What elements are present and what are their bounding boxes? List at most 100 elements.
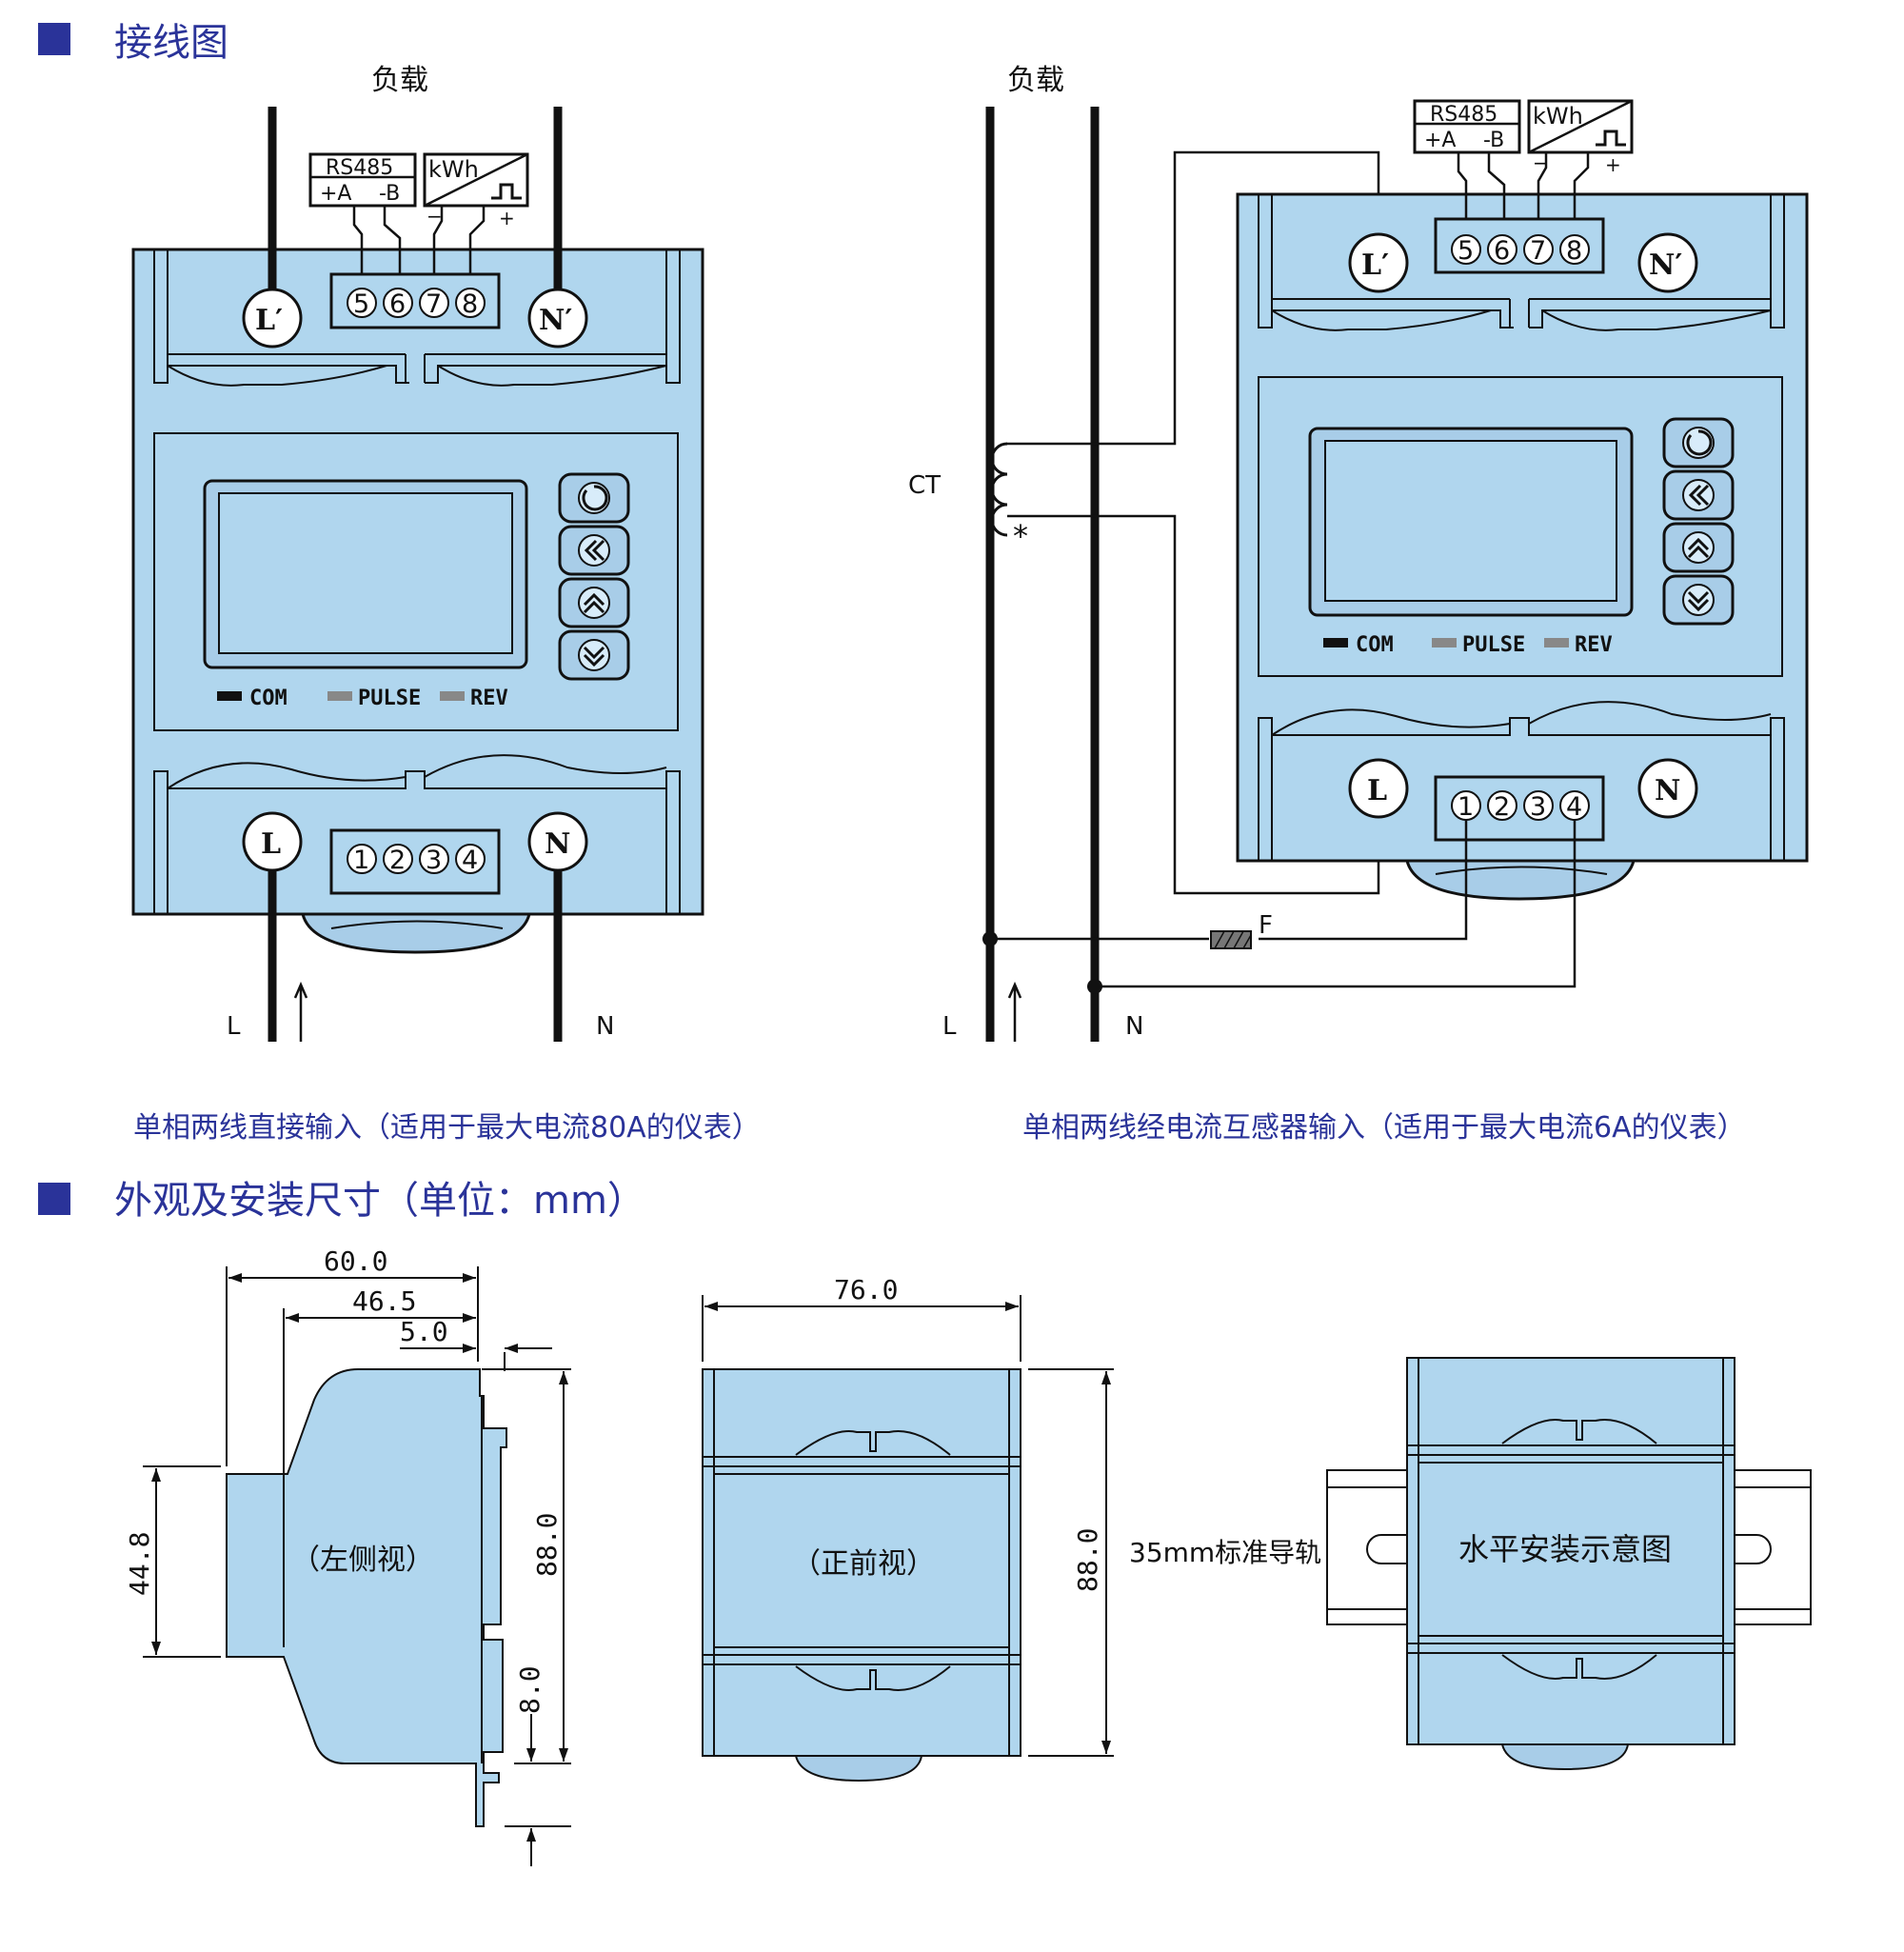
svg-text:N′: N′: [1649, 249, 1682, 282]
front-height: 88.0: [1072, 1528, 1103, 1592]
terminal-2: 2: [383, 844, 413, 875]
button-column: [558, 472, 630, 681]
terminal-2-ct: 2: [1487, 790, 1517, 822]
lcd-screen-ct: [1324, 440, 1617, 602]
svg-text:5: 5: [1458, 236, 1474, 266]
dimensions-heading: 外观及安装尺寸（单位：mm）: [114, 1179, 645, 1223]
rail-mount-view: 35mm标准导轨 水平安装示意图: [1129, 1357, 1812, 1771]
load-label-ct: 负载: [1007, 64, 1064, 97]
din-clip: [301, 912, 531, 954]
rs485-plus-a: +A: [320, 182, 351, 206]
pulse-led-icon: [327, 691, 352, 701]
svg-text:L′: L′: [255, 304, 283, 337]
install-label: 水平安装示意图: [1458, 1531, 1672, 1567]
line-l-label-ct: L: [942, 1012, 957, 1041]
wiring-heading: 接线图: [114, 21, 228, 65]
ct-wiring-diagram: 负载 CT *: [908, 64, 1809, 1145]
front-view-label: （正前视）: [792, 1547, 935, 1581]
lcd-screen: [218, 492, 513, 654]
button-column-ct: [1662, 417, 1735, 626]
front-width: 76.0: [834, 1274, 898, 1305]
fuse-icon: [1210, 930, 1252, 949]
com-led-label: COM: [249, 687, 288, 710]
rs485-label-ct: RS485: [1430, 103, 1497, 127]
terminal-4: 4: [455, 844, 486, 875]
rs485-box: [308, 152, 417, 208]
junction-n: [1087, 979, 1102, 994]
pulse-icon: [491, 183, 522, 200]
svg-text:4: 4: [462, 846, 478, 875]
terminal-8-ct: 8: [1559, 234, 1590, 266]
load-label: 负载: [371, 64, 428, 97]
rail-label: 35mm标准导轨: [1129, 1537, 1321, 1568]
top-clip-curve-left: [167, 365, 387, 387]
svg-text:6: 6: [1494, 236, 1510, 266]
side-view-label: （左侧视）: [291, 1544, 434, 1577]
com-led-icon: [217, 691, 242, 701]
svg-text:L′: L′: [1361, 249, 1389, 282]
pulse-plus: +: [499, 207, 515, 229]
svg-text:3: 3: [1530, 792, 1546, 822]
svg-text:8: 8: [1566, 236, 1582, 266]
terminal-8: 8: [455, 288, 486, 319]
rs485-label: RS485: [326, 156, 393, 180]
svg-text:1: 1: [353, 846, 369, 875]
rev-led-label-ct: REV: [1575, 633, 1613, 657]
rev-led-icon-ct: [1544, 638, 1569, 647]
terminal-l-prime: [242, 288, 303, 349]
terminal-6: 6: [383, 288, 413, 319]
pulse-plus-ct: +: [1605, 153, 1621, 176]
side-width-mid: 46.5: [352, 1285, 416, 1317]
svg-text:5: 5: [353, 289, 369, 319]
terminal-n-prime: [527, 288, 588, 349]
side-view: （左侧视） 60.0 46.5 5.0 88.0 44.8 8.0: [124, 1245, 571, 1866]
svg-text:6: 6: [389, 289, 406, 319]
line-n-label-ct: N: [1125, 1012, 1143, 1041]
current-direction-arrow: [293, 981, 308, 1042]
current-direction-arrow-ct: [1007, 981, 1022, 1042]
terminal-l-ct: [1348, 758, 1409, 819]
svg-text:7: 7: [426, 289, 442, 319]
fuse-label: F: [1259, 911, 1273, 940]
terminal-n-ct: [1637, 758, 1698, 819]
rs485-minus-b-ct: -B: [1483, 129, 1504, 152]
terminal-3: 3: [419, 844, 449, 875]
svg-text:2: 2: [389, 846, 406, 875]
front-din-clip: [794, 1755, 923, 1783]
pulse-led-icon-ct: [1432, 638, 1457, 647]
section-marker-square-2: [38, 1183, 70, 1215]
terminal-l: [242, 811, 303, 872]
terminal-3-ct: 3: [1523, 790, 1554, 822]
pulse-icon-ct: [1596, 129, 1626, 147]
line-n-label: N: [596, 1012, 614, 1041]
pulse-led-label: PULSE: [358, 687, 421, 710]
pulse-minus: −: [426, 205, 443, 228]
terminal-5-ct: 5: [1451, 234, 1481, 266]
rs485-plus-a-ct: +A: [1424, 129, 1456, 152]
bottom-clip-curve-right: [424, 754, 667, 778]
ct-star: *: [1013, 518, 1028, 554]
front-view-window: [713, 1473, 1010, 1648]
svg-text:8: 8: [462, 289, 478, 319]
rs485-box-ct: [1413, 99, 1521, 154]
rev-led-icon: [440, 691, 465, 701]
pulse-led-label-ct: PULSE: [1462, 633, 1525, 657]
top-clip-curve-right: [437, 365, 667, 387]
display-window-ct: [1258, 376, 1783, 677]
section-marker-square: [38, 23, 70, 55]
side-height-total: 88.0: [531, 1513, 563, 1577]
direct-wiring-diagram: 负载: [131, 64, 761, 1145]
com-led-label-ct: COM: [1356, 633, 1394, 657]
svg-text:N: N: [1655, 774, 1680, 807]
terminal-5: 5: [347, 288, 377, 319]
display-window: [153, 432, 679, 731]
svg-text:L: L: [1367, 774, 1387, 807]
caption-direct-input: 单相两线直接输入（适用于最大电流80A的仪表）: [133, 1111, 761, 1145]
ct-coil: [990, 442, 1008, 537]
front-view: （正前视） 76.0 88.0: [702, 1274, 1114, 1783]
rail-device-window: [1418, 1462, 1724, 1637]
terminal-n: [527, 811, 588, 872]
ct-label: CT: [908, 471, 941, 500]
side-height-body: 44.8: [124, 1532, 155, 1596]
terminal-7-ct: 7: [1523, 234, 1554, 266]
